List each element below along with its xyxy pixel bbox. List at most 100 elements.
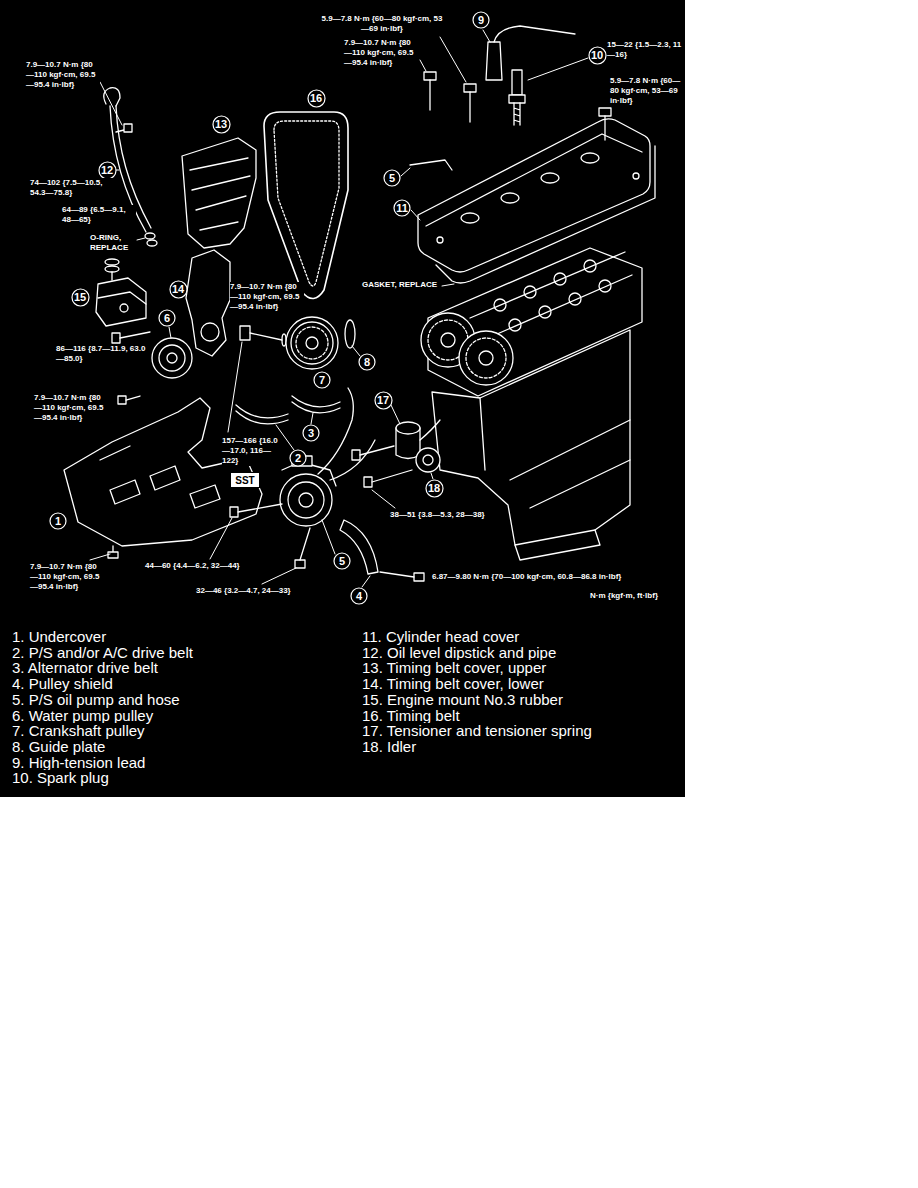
high-tension-lead: [486, 26, 575, 80]
camshaft-pulley: [459, 331, 513, 385]
leader-line: [372, 490, 395, 508]
torque-spec: 38—51 {3.8—5.3, 28—38}: [390, 510, 485, 520]
idler: [416, 448, 440, 472]
replace-note: GASKET, REPLACE: [362, 280, 437, 290]
cylinder-head: [524, 286, 536, 298]
bolt: [469, 92, 470, 122]
parts-list-item: 17. Tensioner and tensioner spring: [362, 723, 592, 739]
parts-list-item: 8. Guide plate: [12, 739, 105, 755]
parts-list-item: 11. Cylinder head cover: [362, 629, 519, 645]
tensioner: [360, 446, 394, 455]
head-cover: [426, 134, 642, 226]
camshaft-pulley: [421, 313, 513, 385]
pulley-shield: [340, 520, 424, 581]
torque-spec: 5.9—7.8 N·m {60—80 kgf·cm, 53—69 in·lbf}: [610, 76, 682, 106]
engine-block: [480, 398, 485, 470]
callout-circle: [50, 513, 66, 529]
engine-mount: [120, 304, 128, 312]
timing-cover-lower: [201, 323, 219, 341]
callout-number: 12: [98, 161, 117, 180]
drive-belt: [292, 396, 340, 407]
engine-mount: [98, 292, 146, 304]
cylinder-head: [599, 280, 611, 292]
crankshaft-pulley: [306, 337, 318, 349]
callout-circle: [159, 310, 175, 326]
torque-spec: 6.87—9.80 N·m {70—100 kgf·cm, 60.8—86.8 …: [432, 572, 621, 582]
parts-list-item: 14. Timing belt cover, lower: [362, 676, 544, 692]
power-steering-pump: [288, 482, 324, 518]
undercover: [112, 546, 113, 552]
camshaft-pulley: [441, 333, 455, 347]
parts-list-item: 18. Idler: [362, 739, 416, 755]
callout-number: 8: [358, 353, 376, 371]
leader-line: [100, 82, 122, 125]
parts-list-item: 4. Pulley shield: [12, 676, 113, 692]
tool-label: SST: [235, 475, 254, 486]
power-steering-pump: [299, 493, 313, 507]
callout-circle: [394, 200, 410, 216]
leader-line: [322, 520, 335, 554]
dipstick: [145, 233, 155, 239]
high-tension-lead: [486, 42, 502, 80]
parts-list-item: 9. High-tension lead: [12, 755, 145, 771]
engine-mount: [111, 272, 112, 280]
parts-list-item: 7. Crankshaft pulley: [12, 723, 145, 739]
parts-list-item: 12. Oil level dipstick and pipe: [362, 645, 556, 661]
callout-text: 8: [364, 356, 370, 368]
leader-line: [431, 473, 433, 479]
callout-text: 3: [308, 427, 314, 439]
head-cover: [418, 119, 650, 272]
callout-circle: [351, 588, 367, 604]
callout-number: 13: [212, 115, 231, 134]
power-steering-pump: [280, 474, 332, 526]
torque-spec: 7.9—10.7 N·m {80—110 kgf·cm, 69.5—95.4 i…: [30, 562, 104, 592]
spark-plug: [512, 70, 522, 95]
leader-line: [420, 60, 426, 71]
callout-text: 13: [215, 118, 227, 130]
torque-spec: 5.9—7.8 N·m {60—80 kgf·cm, 53—69 in·lbf}: [318, 14, 446, 34]
callout-number: 10: [588, 46, 607, 65]
power-steering-pump: [330, 440, 375, 480]
torque-spec: 74—102 {7.5—10.5, 54.3—75.8}: [30, 178, 118, 198]
engine-mount: [105, 266, 119, 272]
timing-cover-lower: [186, 250, 230, 356]
callout-circle: [99, 162, 116, 179]
leader-line: [210, 518, 232, 559]
parts-list-item: 15. Engine mount No.3 rubber: [362, 692, 563, 708]
bolt: [604, 116, 605, 140]
leader-line: [90, 554, 110, 560]
undercover: [150, 466, 180, 490]
callout-text: 10: [591, 49, 603, 61]
leader-line: [362, 576, 370, 587]
callout-text: 12: [101, 164, 113, 176]
parts-list-item: 3. Alternator drive belt: [12, 660, 158, 676]
leader-line: [311, 413, 313, 424]
hose-bracket: [410, 160, 452, 170]
power-steering-pump: [318, 388, 353, 474]
undercover: [110, 480, 140, 504]
callout-text: 4: [356, 590, 362, 602]
callout-text: 16: [310, 92, 322, 104]
timing-cover-lower: [186, 250, 230, 356]
undercover: [118, 396, 126, 404]
head-cover: [541, 173, 559, 183]
water-pump-pulley: [159, 345, 185, 371]
engine-block: [515, 530, 600, 560]
leader-line: [391, 405, 400, 424]
callout-text: 17: [377, 394, 389, 406]
engine-illustration: [64, 26, 655, 587]
parts-list-item: 6. Water pump pulley: [12, 708, 153, 724]
drive-belt: [236, 405, 288, 418]
undercover: [126, 396, 140, 400]
bolt: [424, 72, 436, 80]
crankshaft-pulley: [291, 322, 333, 364]
callout-circle: [314, 372, 330, 388]
camshaft-pulley: [479, 351, 493, 365]
cylinder-head: [470, 252, 625, 318]
head-cover: [581, 153, 599, 163]
callout-circle: [303, 425, 319, 441]
callout-circle: [426, 480, 443, 497]
callout-number: 1: [49, 512, 67, 530]
leader-line: [401, 168, 410, 176]
undercover: [190, 485, 220, 508]
